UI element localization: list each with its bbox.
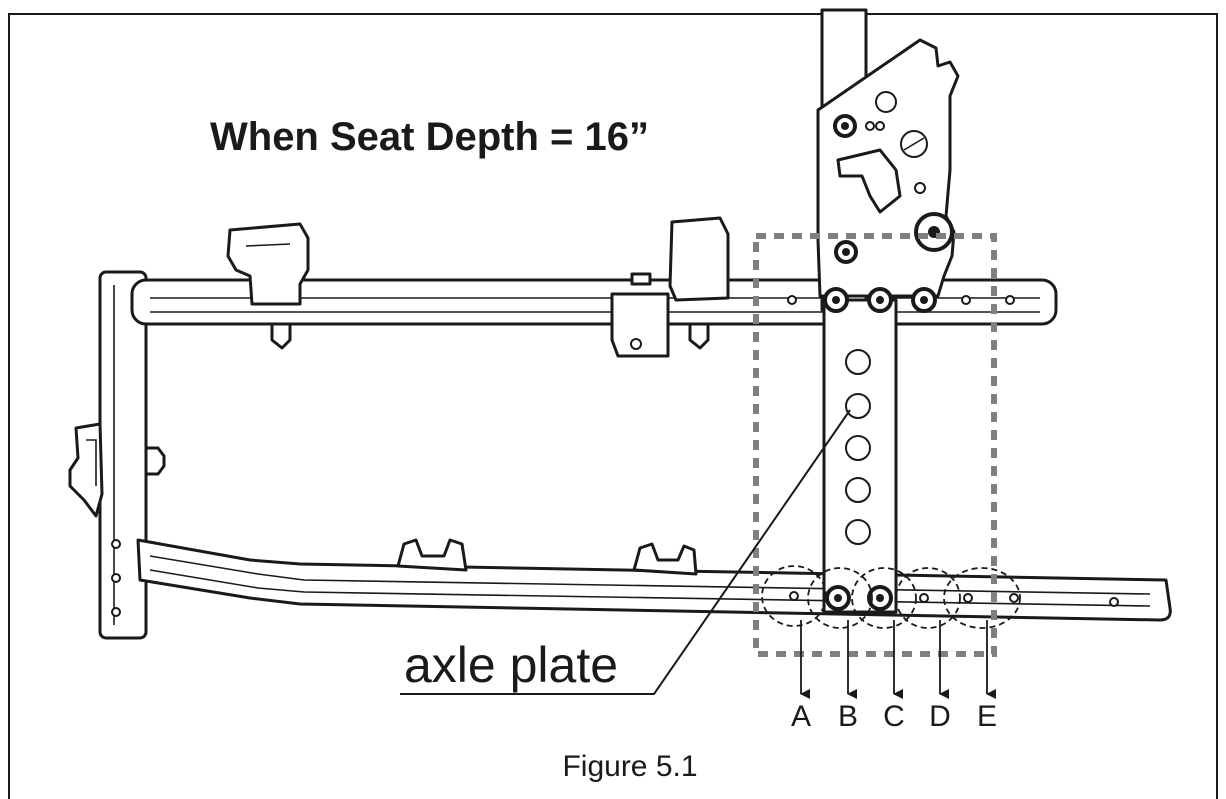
position-ellipse-c xyxy=(851,567,917,629)
position-labels: A B C D E xyxy=(791,700,997,733)
backrest-clamp xyxy=(68,422,104,518)
seat-clamp-right xyxy=(610,216,730,358)
caster-bracket xyxy=(816,38,960,298)
lower-seat-rail xyxy=(136,538,1172,622)
axle-position-ellipses xyxy=(761,565,1021,629)
position-label-b: B xyxy=(838,700,858,733)
lower-rail-clip-left xyxy=(396,538,468,572)
axle-plate-highlight-box xyxy=(753,233,997,657)
position-ellipse-e xyxy=(943,567,1021,629)
lower-rail-mount-holes xyxy=(789,585,1019,611)
position-label-e: E xyxy=(977,700,997,733)
position-ellipse-b xyxy=(807,567,873,629)
position-ellipse-a xyxy=(761,565,827,627)
position-ellipse-d xyxy=(895,567,961,629)
axle-plate-label: axle plate xyxy=(404,637,618,693)
position-label-d: D xyxy=(929,700,951,733)
position-arrows xyxy=(800,620,996,699)
axle-plate xyxy=(822,298,898,614)
seat-clamp-left xyxy=(226,222,310,350)
back-post xyxy=(98,270,148,640)
figure-caption: Figure 5.1 xyxy=(562,750,697,783)
position-label-a: A xyxy=(791,700,811,733)
axle-plate-leader-line xyxy=(400,409,851,695)
position-label-c: C xyxy=(883,700,905,733)
figure-title: When Seat Depth = 16” xyxy=(210,115,649,159)
upper-rail-bolts xyxy=(823,287,937,313)
lower-rail-clip-right xyxy=(632,542,698,576)
post-bolt xyxy=(144,446,166,476)
figure-border xyxy=(8,13,1218,799)
